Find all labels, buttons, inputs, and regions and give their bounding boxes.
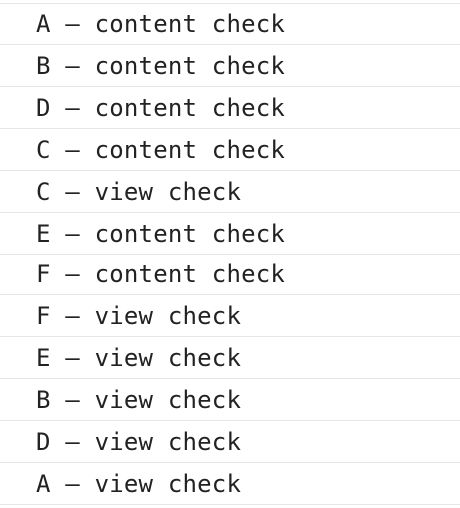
log-row: C – content check — [0, 129, 460, 171]
log-row: E – content check — [0, 213, 460, 255]
log-row: A – view check — [0, 463, 460, 505]
log-line: C – view check — [36, 177, 242, 206]
log-line: E – view check — [36, 343, 242, 372]
log-line: B – view check — [36, 385, 242, 414]
log-line: C – content check — [36, 135, 286, 164]
log-line: F – view check — [36, 301, 242, 330]
log-row: C – view check — [0, 171, 460, 213]
log-line: B – content check — [36, 51, 286, 80]
log-line: E – content check — [36, 219, 286, 248]
log-row: B – view check — [0, 379, 460, 421]
log-row: F – view check — [0, 295, 460, 337]
log-row: D – view check — [0, 421, 460, 463]
log-line: D – content check — [36, 93, 286, 122]
log-row: D – content check — [0, 87, 460, 129]
log-line: F – content check — [36, 259, 286, 288]
log-line: A – content check — [36, 10, 286, 38]
log-row: F – content check — [0, 253, 460, 295]
log-row: A – content check — [0, 3, 460, 45]
log-row: B – content check — [0, 45, 460, 87]
log-line: A – view check — [36, 469, 242, 498]
log-line: D – view check — [36, 427, 242, 456]
log-row: E – view check — [0, 337, 460, 379]
